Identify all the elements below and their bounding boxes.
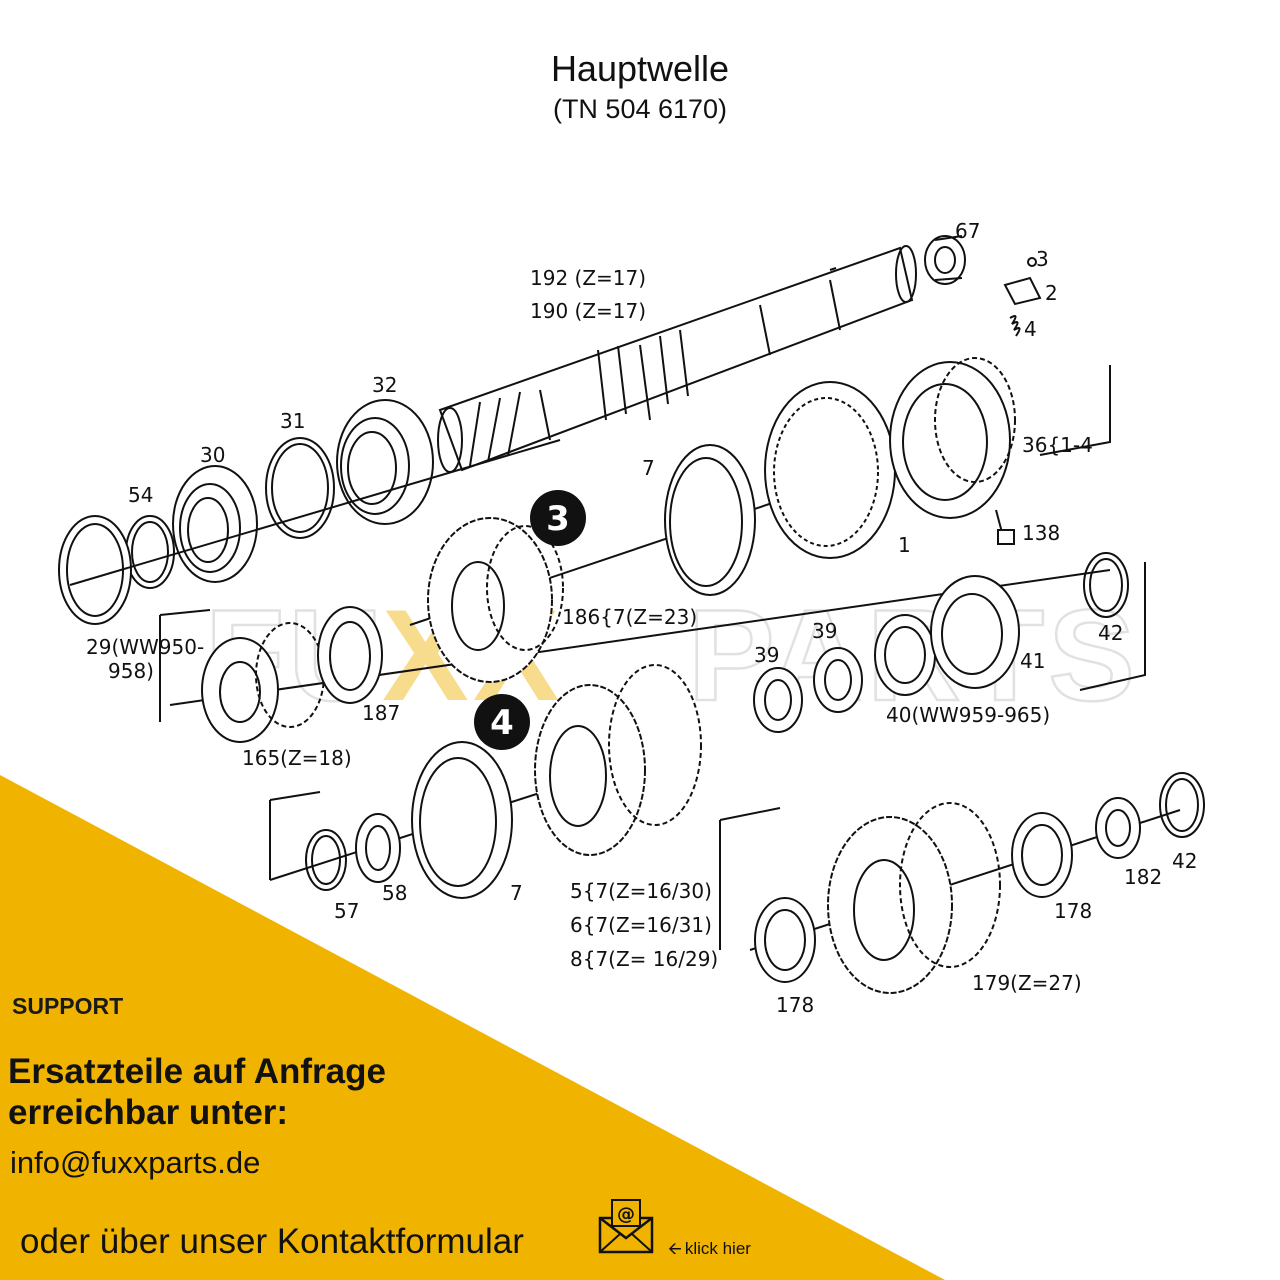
part-178-ring-b — [1011, 812, 1073, 898]
label-192: 192 (Z=17) — [530, 266, 646, 290]
label-39-b: 39 — [754, 643, 779, 667]
label-54: 54 — [128, 483, 153, 507]
part-178-ring-a — [754, 897, 816, 983]
part-7-synchro-ring — [664, 444, 756, 596]
label-2: 2 — [1045, 281, 1058, 305]
part-58-bearing — [355, 813, 401, 883]
label-29-line1: 29(WW950- — [86, 635, 204, 659]
support-yellow-panel — [0, 775, 945, 1280]
part-labels: 67 3 2 4 192 (Z=17) 190 (Z=17) 32 31 30 … — [86, 219, 1197, 1017]
support-headline-line2: erreichbar unter: — [8, 1092, 289, 1132]
part-165-gear — [201, 622, 325, 743]
label-40: 40(WW959-965) — [886, 703, 1050, 727]
part-187-needle-bearing — [317, 606, 383, 704]
part-57-ring — [305, 829, 347, 891]
label-165: 165(Z=18) — [242, 746, 352, 770]
part-54-ring — [125, 515, 175, 589]
part-5-6-8-gear — [534, 664, 702, 856]
label-1: 1 — [898, 533, 911, 557]
part-31-circlip — [265, 437, 335, 539]
label-187: 187 — [362, 701, 400, 725]
label-4: 4 — [1024, 317, 1037, 341]
part-1-sliding-sleeve — [764, 381, 896, 559]
diagram-subtitle: (TN 504 6170) — [552, 94, 728, 124]
svg-text:@: @ — [617, 1204, 635, 1225]
label-32: 32 — [372, 373, 397, 397]
support-headline: Ersatzteile auf Anfrage erreichbar unter… — [8, 1052, 386, 1134]
support-email-link[interactable]: info@fuxxparts.de — [10, 1145, 261, 1180]
support-label: SUPPORT — [12, 993, 124, 1019]
label-179: 179(Z=27) — [972, 971, 1082, 995]
label-7-upper: 7 — [642, 456, 655, 480]
diagram-title: Hauptwelle — [550, 48, 730, 89]
label-5: 5{7(Z=16/30) — [570, 879, 712, 903]
label-186: 186{7(Z=23) — [562, 605, 697, 629]
part-186-gear — [427, 517, 564, 683]
part-179-gear — [827, 802, 1001, 994]
part-2-3-4-detent — [1003, 257, 1042, 337]
click-hint[interactable]: 🡨klick hier — [668, 1236, 751, 1265]
mail-at-icon[interactable]: @ — [598, 1196, 654, 1256]
part-39-bearing-a — [753, 667, 803, 733]
label-7-lower: 7 — [510, 881, 523, 905]
label-3: 3 — [1036, 247, 1049, 271]
label-67: 67 — [955, 219, 980, 243]
part-7-synchro-ring-2 — [411, 741, 513, 899]
contact-form-text: oder über unser Kontaktformular — [20, 1222, 524, 1261]
part-182-bearing — [1095, 797, 1141, 859]
arrow-left-icon: 🡨 — [668, 1239, 682, 1258]
part-32-ball-bearing — [336, 399, 434, 525]
part-39-bearing-b — [813, 647, 863, 713]
callout-4-number: 4 — [490, 703, 514, 743]
label-36: 36{1-4 — [1022, 433, 1093, 457]
part-42-ring — [1083, 552, 1129, 618]
label-57: 57 — [334, 899, 359, 923]
label-178-right: 178 — [1054, 899, 1092, 923]
callout-3-number: 3 — [546, 499, 570, 539]
label-58: 58 — [382, 881, 407, 905]
support-headline-line1: Ersatzteile auf Anfrage — [8, 1052, 386, 1091]
label-182: 182 — [1124, 865, 1162, 889]
label-190: 190 (Z=17) — [530, 299, 646, 323]
part-30-bearing — [172, 465, 258, 583]
part-42-ring-b — [1159, 772, 1205, 838]
part-41-bearing — [930, 575, 1020, 689]
label-29-line2: 958) — [108, 659, 154, 683]
callout-3: 3 — [530, 490, 586, 546]
part-138-screw — [995, 509, 1015, 545]
label-8: 8{7(Z= 16/29) — [570, 947, 718, 971]
label-42-upper: 42 — [1098, 621, 1123, 645]
label-39-a: 39 — [812, 619, 837, 643]
label-42-lower: 42 — [1172, 849, 1197, 873]
label-6: 6{7(Z=16/31) — [570, 913, 712, 937]
label-30: 30 — [200, 443, 225, 467]
part-40-thrust-ring — [874, 614, 936, 696]
label-138: 138 — [1022, 521, 1060, 545]
callout-4: 4 — [474, 694, 530, 750]
label-31: 31 — [280, 409, 305, 433]
click-hint-label: klick hier — [684, 1239, 751, 1258]
part-67-bearing — [924, 235, 966, 285]
part-36-synchro-hub — [889, 357, 1016, 519]
label-178-left: 178 — [776, 993, 814, 1017]
label-41: 41 — [1020, 649, 1045, 673]
